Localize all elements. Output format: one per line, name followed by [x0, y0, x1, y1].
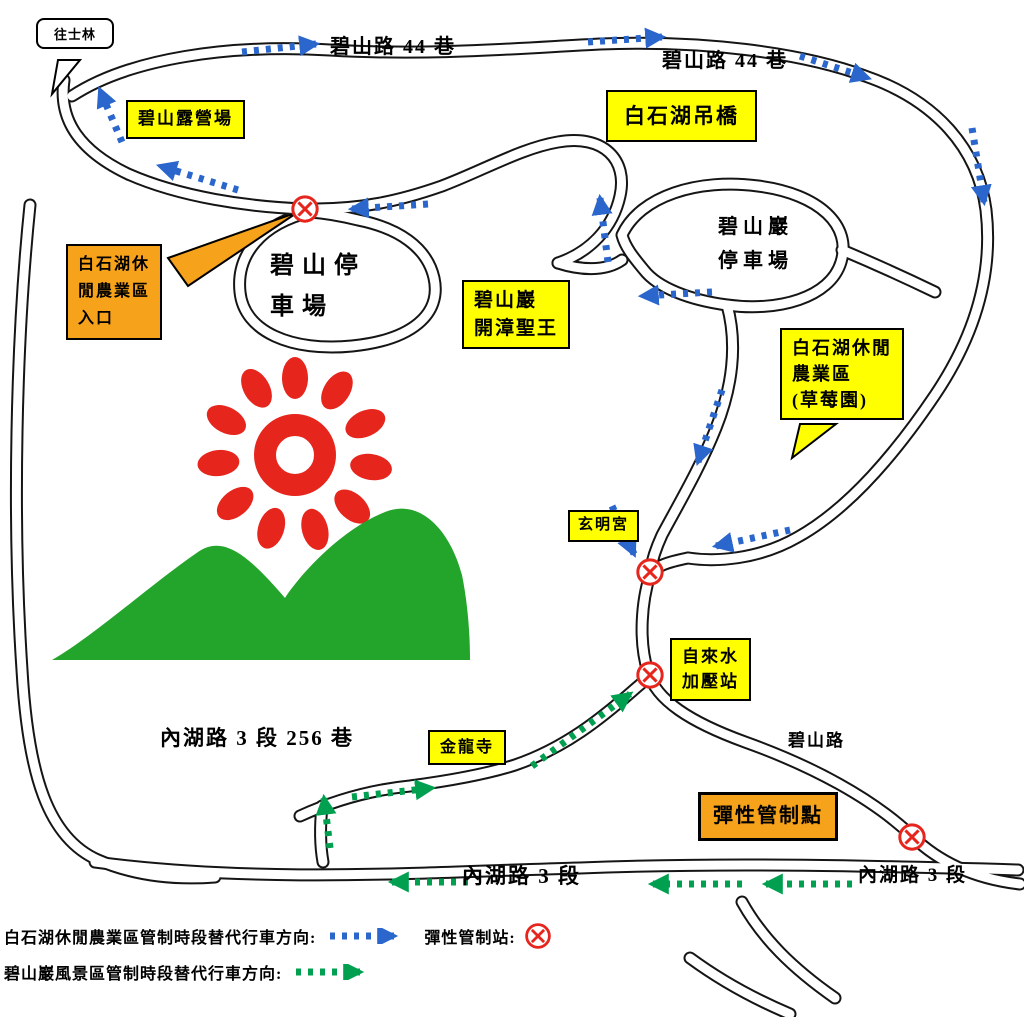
roadname-neihu3-center: 內湖路 3 段 — [462, 864, 581, 888]
label-line: 農業區 — [792, 364, 852, 385]
legend-green-label: 碧山巖風景區管制時段替代行車方向: — [4, 966, 283, 983]
text-bishanyan-parking: 碧山巖 停車場 — [718, 210, 793, 278]
text-bishan-parking: 碧山停 車場 — [270, 246, 366, 328]
text-line: 碧山停 — [270, 253, 366, 279]
text-line: 碧山巖 — [718, 216, 793, 238]
label-line: 碧山巖 — [474, 290, 538, 311]
label-baishihu-entrance: 白石湖休 閒農業區 入口 — [66, 244, 163, 340]
sun-drawing — [197, 357, 392, 550]
text-line: 車場 — [270, 293, 334, 320]
blue-arrow — [347, 197, 429, 219]
label-line: 自來水 — [682, 647, 739, 666]
entrance-pointer — [166, 211, 299, 288]
control-station-icon — [524, 922, 552, 950]
roadname-bishan44-left: 碧山路 44 巷 — [330, 36, 456, 58]
label-xuanming-temple: 玄明宮 — [568, 510, 640, 542]
blue-arrow — [96, 86, 126, 144]
label-line: 閒農業區 — [78, 283, 151, 301]
legend-blue-arrow-icon — [330, 928, 399, 944]
label-jinlong-temple: 金龍寺 — [428, 730, 507, 766]
bubble-tail — [50, 59, 83, 98]
blue-arrow — [241, 35, 321, 57]
label-flexible-control-point: 彈性管制點 — [698, 792, 838, 841]
blue-arrow — [587, 27, 667, 49]
label-line: 開漳聖王 — [474, 317, 559, 339]
green-arrow — [315, 793, 337, 849]
green-arrow — [529, 691, 634, 769]
blue-arrow — [968, 127, 992, 207]
blue-arrow — [711, 526, 791, 553]
text-line: 停車場 — [718, 250, 793, 272]
label-line: 白石湖休閒 — [792, 338, 892, 358]
label-baishihu-bridge: 白石湖吊橋 — [606, 90, 757, 143]
label-line: 加壓站 — [682, 671, 739, 691]
label-line: 白石湖休 — [78, 256, 151, 273]
blue-arrow — [155, 160, 240, 194]
control-station-icon — [290, 194, 320, 224]
control-station-icon — [635, 557, 665, 587]
label-water-pressure-station: 自來水 加壓站 — [670, 638, 751, 702]
legend-blue-label: 白石湖休閒農業區管制時段替代行車方向: — [4, 930, 317, 947]
mountain-drawing — [52, 508, 470, 660]
green-alternate-route-arrows — [315, 691, 852, 895]
legend-line-1: 白石湖休閒農業區管制時段替代行車方向: 彈性管制站: — [4, 922, 552, 950]
control-station-icon — [897, 822, 927, 852]
control-station-icon — [635, 660, 665, 690]
label-bishanyan-temple: 碧山巖 開漳聖王 — [462, 280, 571, 350]
roadname-neihu256: 內湖路 3 段 256 巷 — [160, 726, 354, 750]
label-strawberry-farm: 白石湖休閒 農業區 (草莓園) — [780, 328, 904, 421]
roadname-neihu3-right: 內湖路 3 段 — [858, 865, 968, 886]
strawberry-label-tail — [790, 423, 839, 461]
legend-green-arrow-icon — [296, 964, 365, 980]
roadname-bishan44-right: 碧山路 44 巷 — [662, 50, 788, 72]
legend-station-label: 彈性管制站: — [424, 930, 516, 947]
legend-line-2: 碧山巖風景區管制時段替代行車方向: — [4, 960, 382, 984]
label-line: (草莓園) — [792, 390, 868, 411]
green-arrow — [351, 779, 437, 801]
roadname-bishan: 碧山路 — [788, 731, 845, 750]
blue-arrow — [693, 388, 726, 466]
bubble-to-shilin: 往士林 — [36, 18, 114, 49]
label-line: 入口 — [78, 310, 115, 328]
label-bishan-campground: 碧山露營場 — [126, 100, 245, 139]
